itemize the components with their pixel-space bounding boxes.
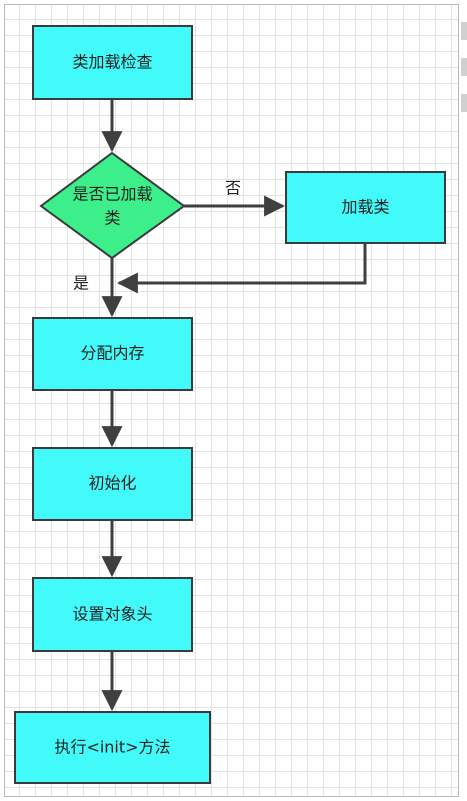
- right-edge-marker: [461, 22, 467, 40]
- canvas-frame: [4, 4, 459, 797]
- node-initialize-label: 初始化: [88, 474, 136, 493]
- decision-label-line2: 类: [104, 209, 120, 228]
- node-alloc-memory: 分配内存: [32, 317, 193, 391]
- edge-label-yes: 是: [73, 274, 89, 293]
- edge-label-no: 否: [225, 179, 241, 198]
- node-set-header-label: 设置对象头: [72, 605, 152, 624]
- node-alloc-memory-label: 分配内存: [80, 344, 144, 363]
- node-load-class-label: 加载类: [341, 198, 389, 217]
- node-class-check-label: 类加载检查: [72, 53, 152, 72]
- connectors: [101, 99, 367, 712]
- node-class-check: 类加载检查: [32, 25, 193, 100]
- right-edge-marker: [461, 94, 467, 112]
- node-initialize: 初始化: [32, 447, 193, 521]
- node-exec-init: 执行<init>方法: [14, 711, 211, 784]
- decision-label-line1: 是否已加载: [72, 185, 152, 204]
- node-exec-init-label: 执行<init>方法: [54, 738, 170, 757]
- node-load-class: 加载类: [285, 171, 446, 244]
- right-edge-marker: [461, 58, 467, 76]
- arrow-load-back-to-main: [116, 243, 367, 294]
- node-is-loaded-decision: 是否已加载 类: [39, 151, 186, 260]
- node-set-header: 设置对象头: [32, 577, 193, 652]
